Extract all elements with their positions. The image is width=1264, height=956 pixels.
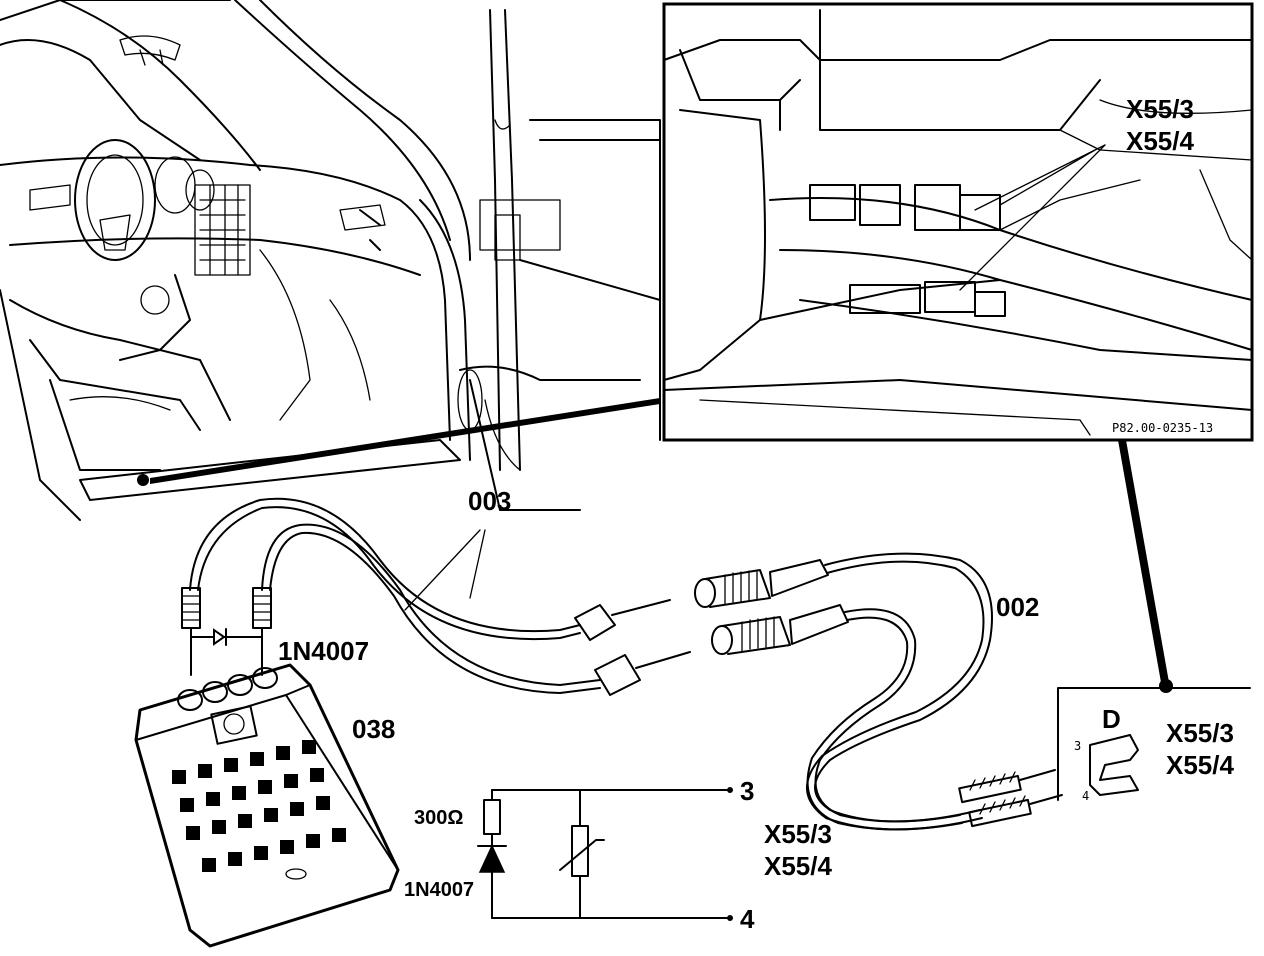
label-diode-schematic: 1N4007 [404,879,474,901]
d-pin-4: 4 [1082,789,1089,803]
label-cable-003: 003 [468,486,511,516]
label-diode-top: 1N4007 [278,636,369,666]
detail-label-x55-4: X55/4 [1126,126,1194,156]
socket-grid [172,740,346,872]
test-cable-002: 002 [694,552,1063,831]
detail-leader-d [1118,440,1170,688]
detail-d-label: D [1102,704,1121,734]
vehicle-interior-illustration [0,0,661,521]
schematic-terminal-3: 3 [740,776,754,806]
test-cable-003: 003 [181,486,691,696]
figure-code: P82.00-0235-13 [1112,421,1213,435]
adapter-schematic: 3 4 300Ω 1N4007 X55/3 X55/4 [404,776,832,934]
diode-symbol [478,844,506,873]
connector-detail-inset: X55/3 X55/4 P82.00-0235-13 [662,2,1254,442]
variable-resistor [571,825,589,877]
schematic-terminal-4: 4 [740,904,755,934]
label-box-038: 038 [352,714,395,744]
socket-lower [711,604,849,655]
detail-label-x55-3: X55/3 [1126,94,1194,124]
label-cable-002: 002 [996,592,1039,622]
schematic-label-x55-3: X55/3 [764,819,832,849]
detail-d-connector: D 3 4 X55/3 X55/4 [1057,687,1251,803]
label-resistor-value: 300Ω [414,807,463,829]
detail-leader-sill [150,398,660,484]
d-pin-3: 3 [1074,739,1081,753]
diode-1n4007-inline: 1N4007 [190,628,369,666]
resistor-300-ohm [483,799,501,835]
schematic-label-x55-4: X55/4 [764,851,832,881]
detail-d-x55-3: X55/3 [1166,718,1234,748]
socket-upper [694,559,829,608]
detail-d-x55-4: X55/4 [1166,750,1234,780]
socket-box-038: 038 [134,663,400,948]
